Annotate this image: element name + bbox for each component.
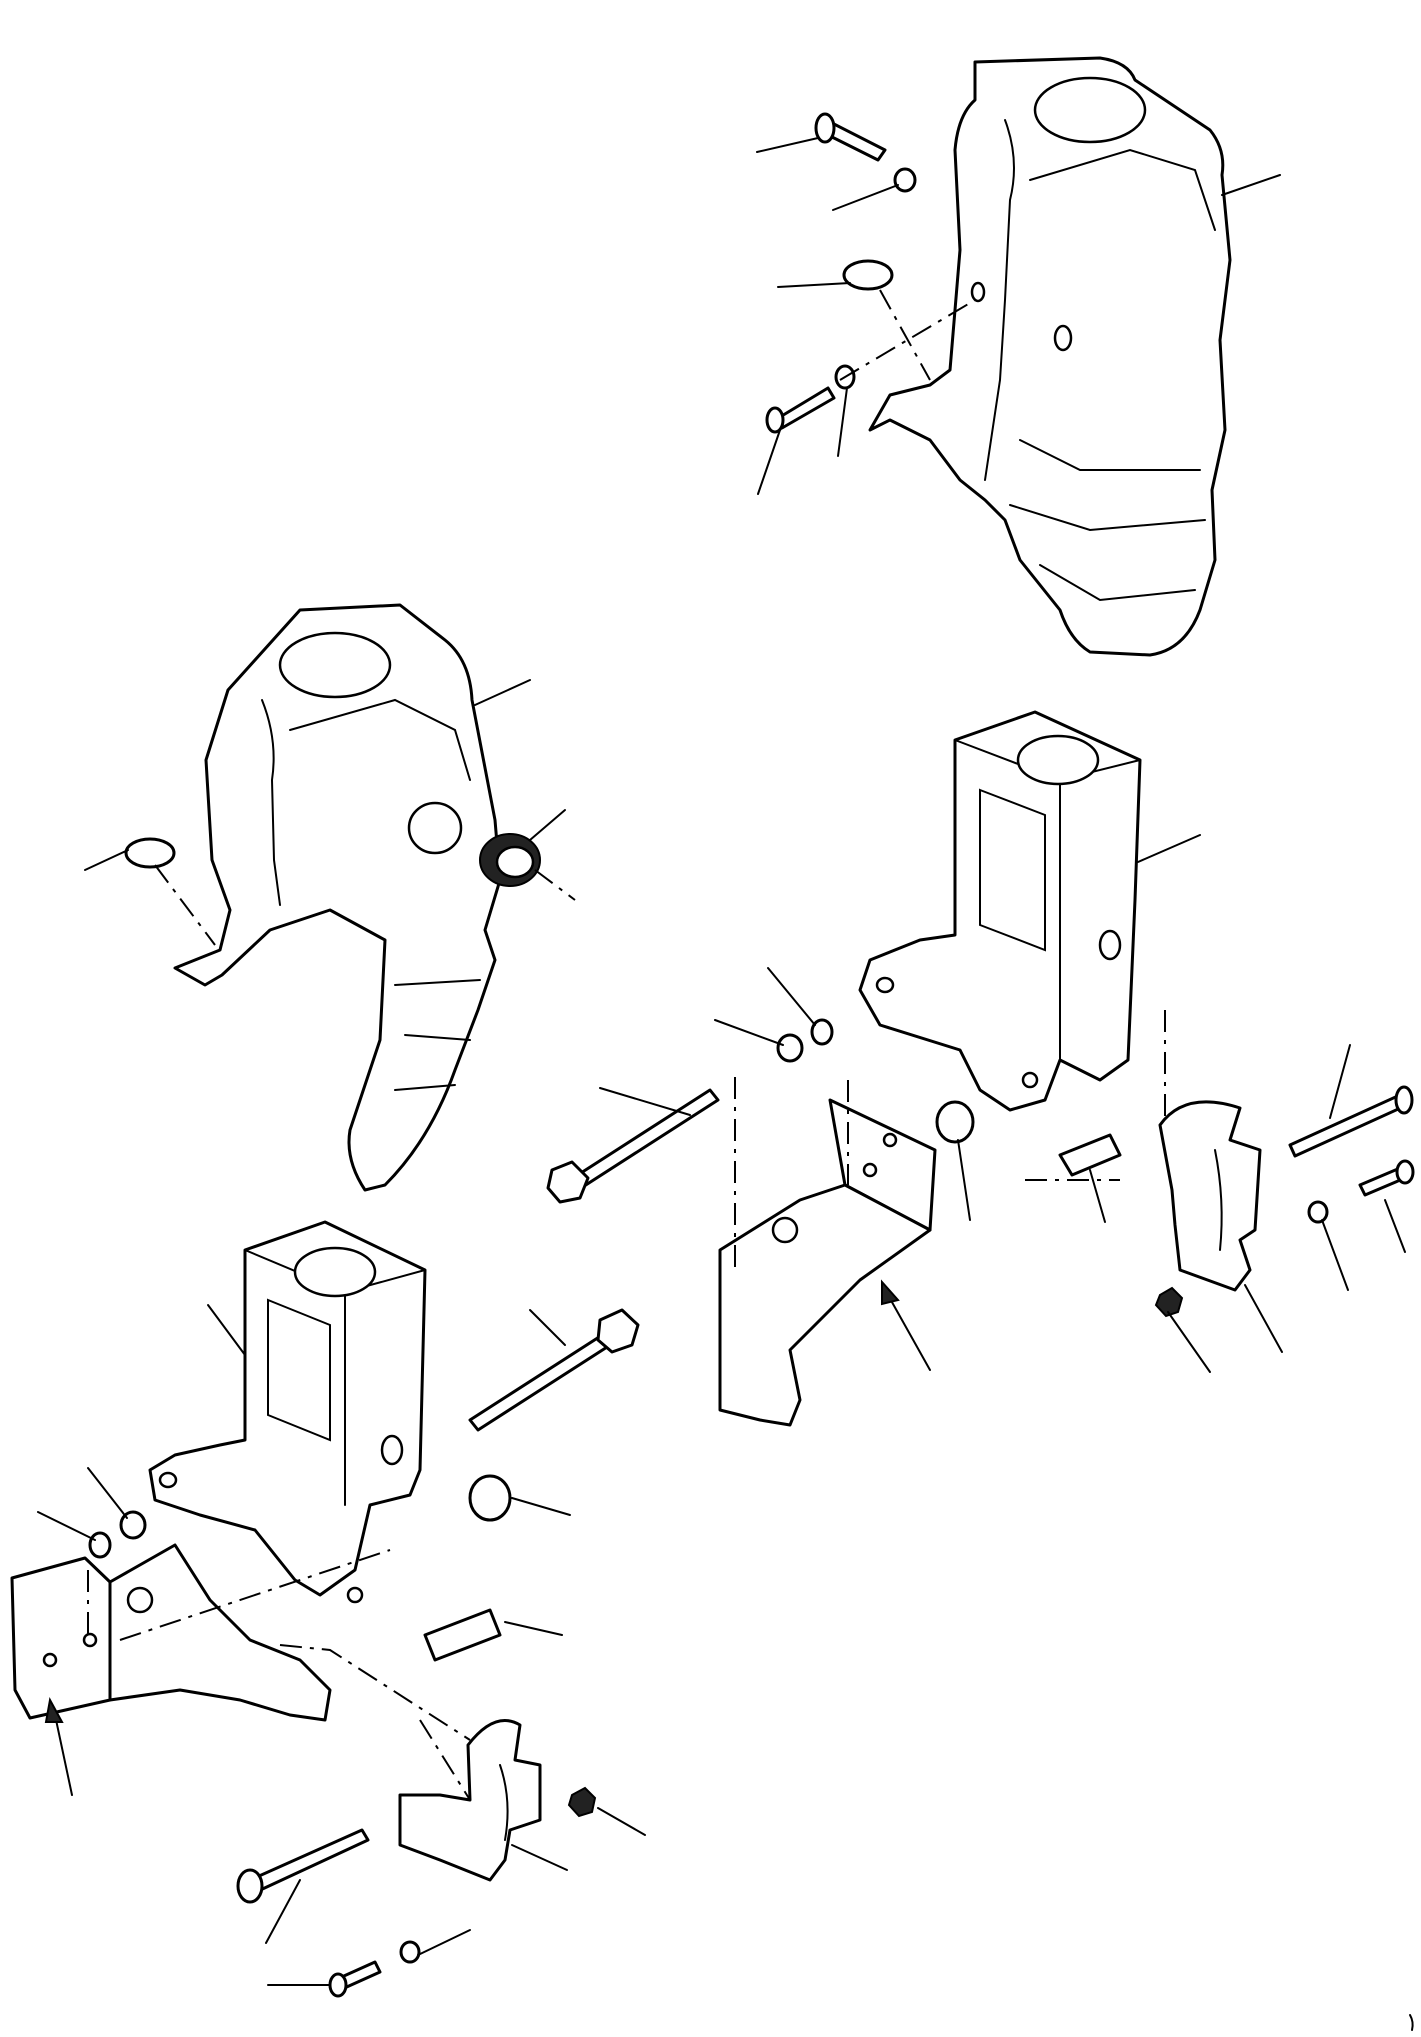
nut-knurled-right [935, 1100, 975, 1144]
leader-line [84, 849, 129, 871]
leader-line [1321, 1219, 1349, 1291]
washer-upper [893, 167, 917, 193]
washer-right-a [776, 1033, 804, 1063]
grommet-middle [479, 833, 541, 887]
leader-line [1244, 1284, 1283, 1353]
lock-lever-left [398, 1719, 542, 1882]
middle-left-cover-assembly [84, 603, 576, 1192]
lower-left-bracket-assembly [10, 1220, 646, 1998]
leader-line [1137, 834, 1201, 863]
nut-knurled-left [468, 1474, 512, 1522]
leader-line [1221, 174, 1281, 196]
right-bracket-assembly [546, 710, 1415, 1427]
bolt-long-right [546, 1088, 720, 1204]
washer-right-b [810, 1018, 834, 1046]
leader-line [832, 184, 899, 211]
leader-line [511, 1844, 568, 1871]
leader-line [597, 1807, 646, 1836]
washer-lever-left [399, 1940, 421, 1964]
leader-line [599, 1087, 691, 1116]
leader-line [504, 1621, 563, 1636]
spacer-pin-left [423, 1608, 502, 1662]
bolt-lever-left [236, 1828, 370, 1904]
leader-line [529, 1309, 566, 1346]
screw-lower [765, 386, 836, 434]
nut-lever-right [1154, 1286, 1184, 1318]
direction-arrow [54, 1714, 73, 1796]
column-bracket-left [148, 1220, 427, 1597]
upper-right-cover-assembly [756, 56, 1281, 657]
plug-cap-upper [842, 259, 894, 291]
leader-line [957, 1139, 971, 1221]
screw-lever-right [1358, 1159, 1415, 1197]
leader-line [1089, 1169, 1106, 1223]
leader-line [777, 282, 851, 288]
leader-line [756, 137, 819, 153]
leader-line [87, 1467, 128, 1519]
leader-line [417, 1929, 471, 1956]
leader-line [265, 1879, 301, 1944]
corner-mark [1409, 2014, 1414, 2031]
leader-line [37, 1511, 96, 1541]
leader-line [511, 1497, 571, 1516]
column-opening-upper [1033, 76, 1147, 144]
direction-arrow [887, 1294, 931, 1371]
screw-upper [814, 112, 887, 162]
leader-line [1167, 1311, 1211, 1373]
steering-column-cover-upper-right [868, 56, 1232, 657]
leader-line [474, 679, 531, 706]
bolt-lever-right [1288, 1085, 1414, 1158]
leader-line [207, 1304, 246, 1356]
plug-cap-middle [124, 837, 176, 869]
washer-lever-right [1307, 1200, 1329, 1224]
spacer-pin-right [1058, 1133, 1122, 1177]
leader-line [529, 809, 566, 841]
washer-left-b [88, 1531, 112, 1559]
column-bracket-right [858, 710, 1142, 1112]
leader-line [767, 967, 816, 1026]
leader-line [837, 387, 848, 457]
column-opening-middle [278, 631, 392, 699]
bolt-long-left [468, 1308, 640, 1432]
steering-column-cover-middle-left [173, 603, 502, 1192]
screw-lever-left [328, 1960, 382, 1998]
lock-lever-right [1158, 1100, 1262, 1292]
leader-line [714, 1019, 784, 1046]
leader-line [757, 429, 781, 495]
leader-line [1329, 1044, 1351, 1119]
leader-line [1384, 1199, 1406, 1253]
nut-lever-left [567, 1786, 597, 1818]
